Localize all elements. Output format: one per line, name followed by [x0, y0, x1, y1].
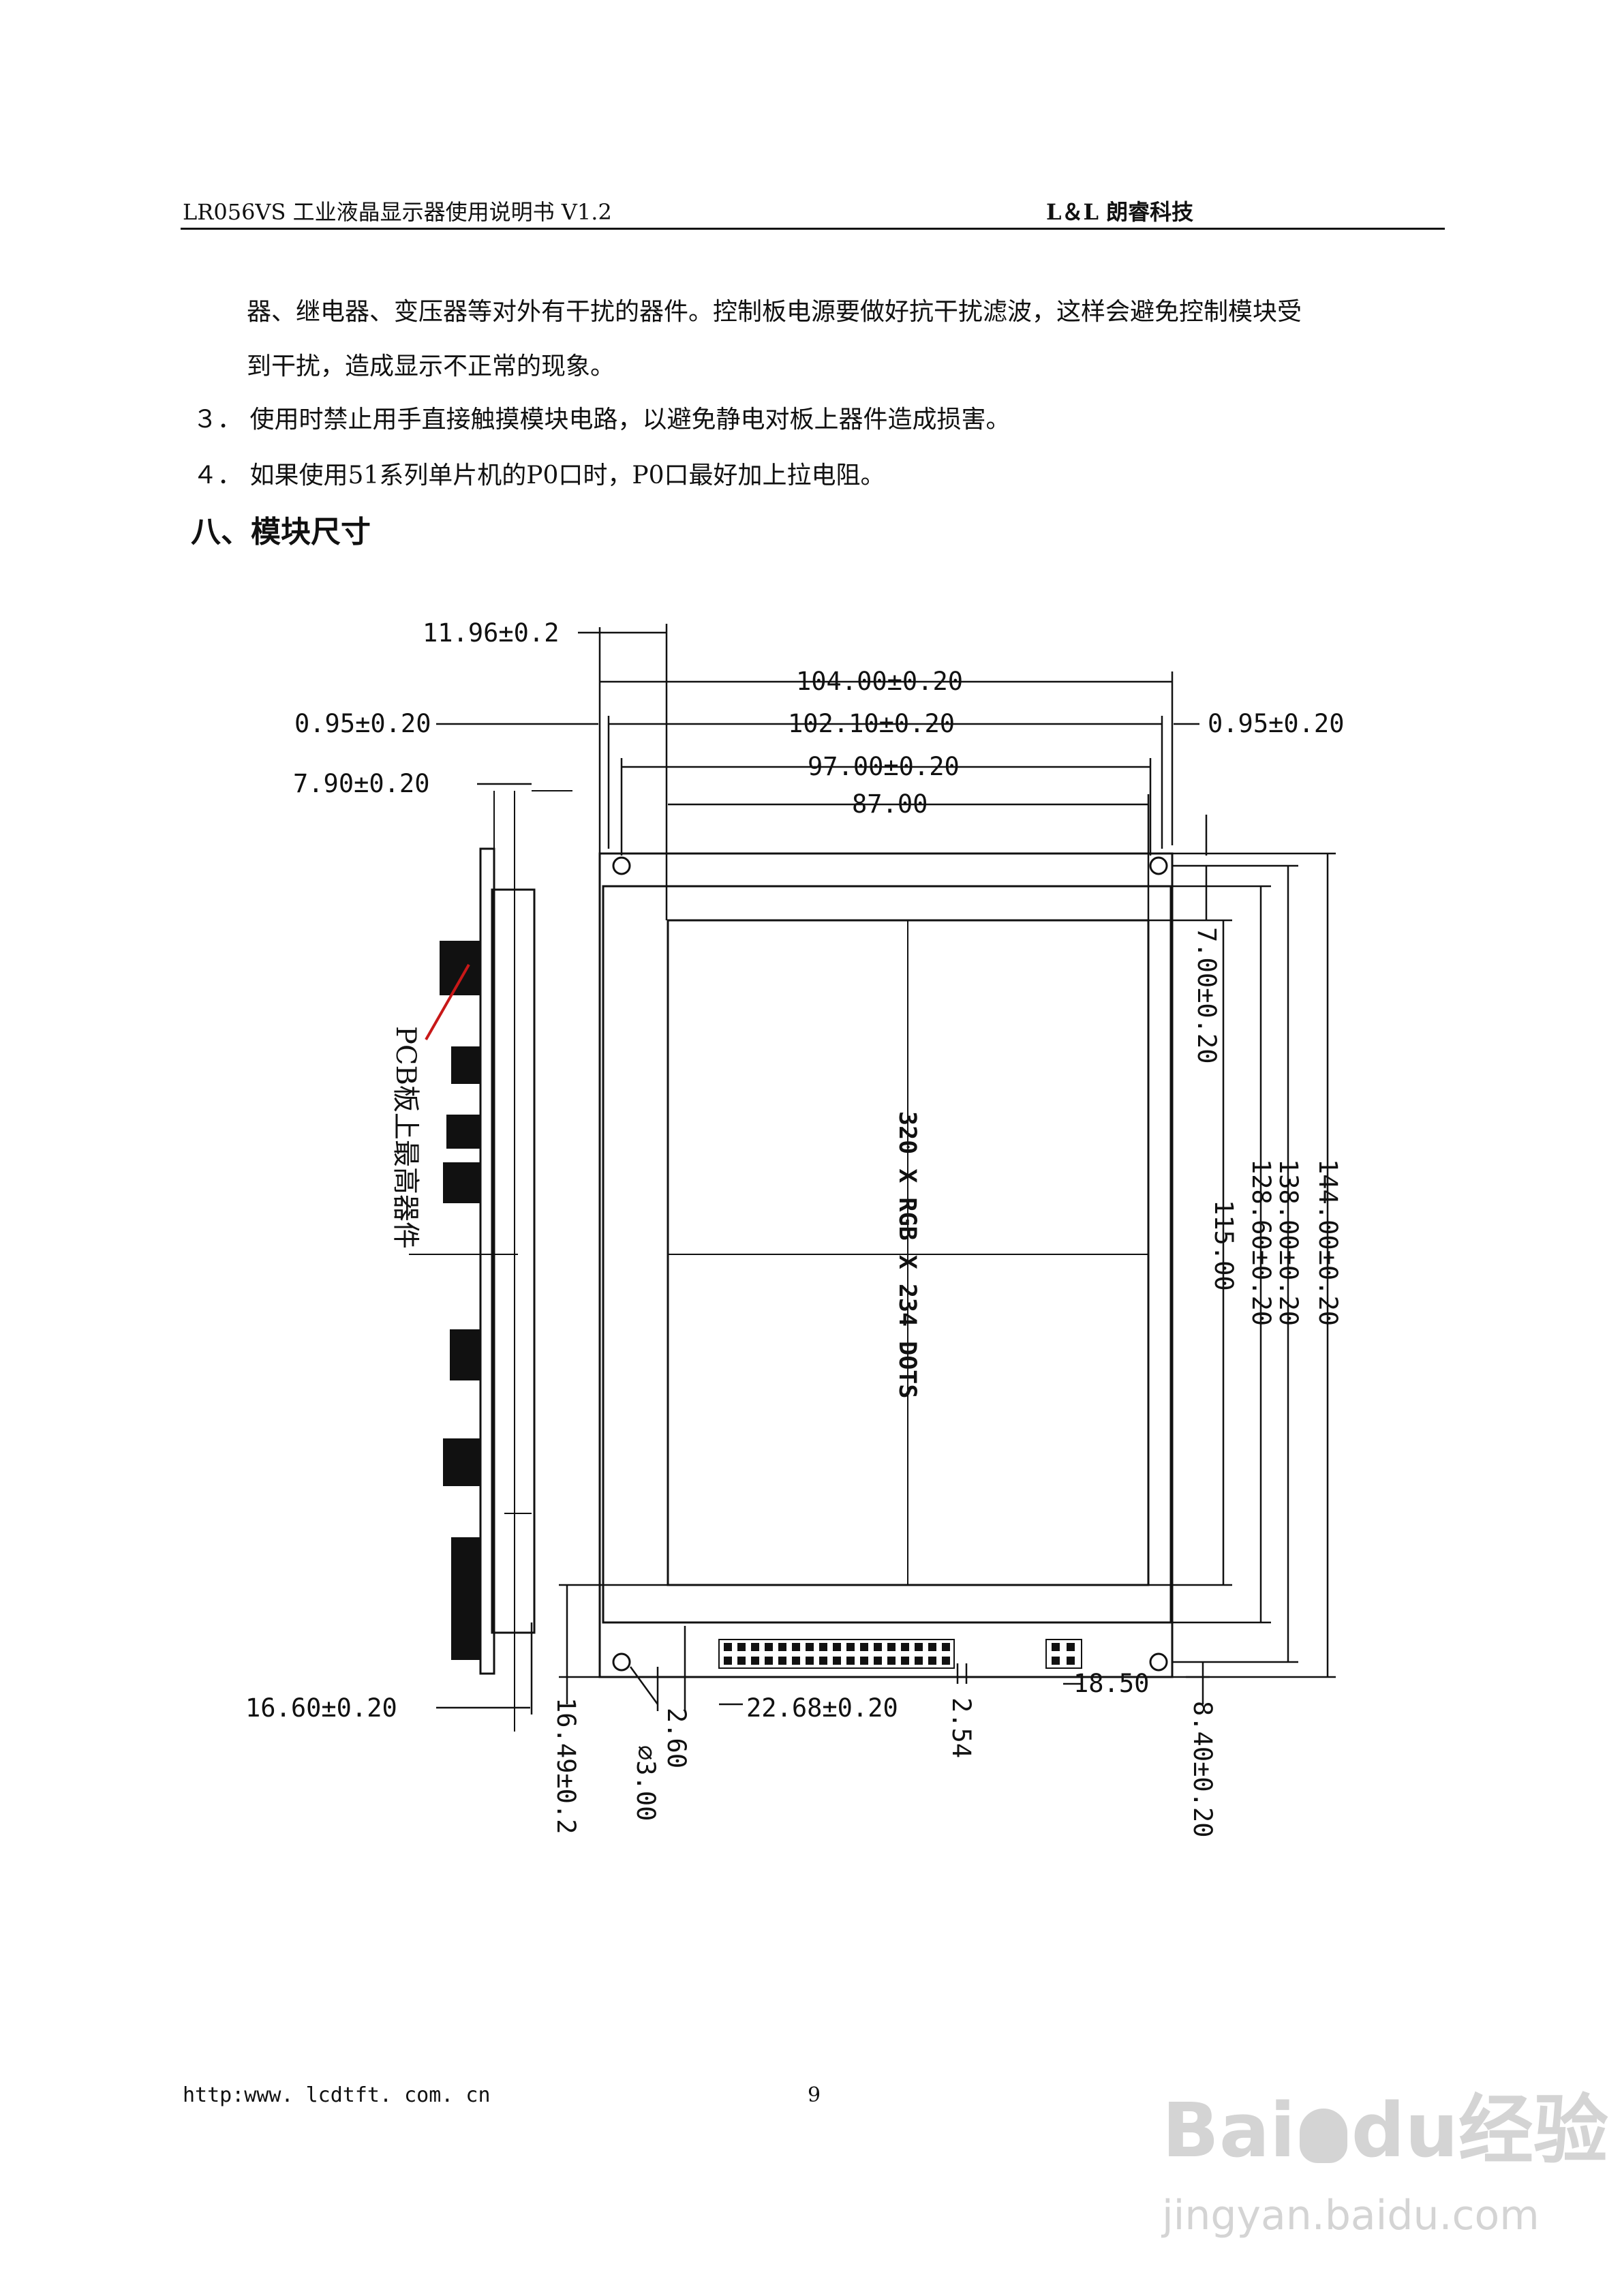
watermark-brand: Bai — [1162, 2087, 1296, 2174]
connector-pins — [724, 1643, 1075, 1665]
section-heading: 八、模块尺寸 — [191, 515, 371, 549]
body-item-3: ３． 使用时禁止用手直接触摸模块电路，以避免静电对板上器件造成损害。 — [193, 406, 1011, 434]
dim-97: 97.00±0.20 — [808, 752, 960, 781]
watermark-url: jingyan.baidu.com — [1162, 2192, 1540, 2239]
mount-hole-bottom-left — [612, 1652, 631, 1672]
small-connector-outline — [1045, 1639, 1082, 1669]
dim-22-68: 22.68±0.20 — [746, 1693, 898, 1723]
dim-2-54: 2.54 — [947, 1697, 976, 1758]
watermark-brand-2: du — [1351, 2087, 1458, 2174]
dim-095-left: 0.95±0.20 — [294, 709, 431, 738]
dim-144: 144.00±0.20 — [1313, 1159, 1343, 1326]
connector-outline — [718, 1639, 955, 1669]
dim-700: 7.00±0.20 — [1192, 927, 1221, 1063]
pcb-leader-line — [425, 964, 470, 1040]
body-line-1: 器、继电器、变压器等对外有干扰的器件。控制板电源要做好抗干扰滤波，这样会避免控制… — [247, 298, 1302, 326]
watermark-jingyan: 经验 — [1458, 2087, 1608, 2174]
module-outline — [598, 852, 1174, 1678]
footer-url: http:www. lcdtft. com. cn — [183, 2083, 491, 2107]
screen-resolution-label: 320 X RGB X 234 DOTS — [893, 1111, 921, 1398]
doc-header-company: L＆L 朗睿科技 — [1046, 199, 1194, 225]
dim-8-40: 8.40±0.20 — [1188, 1701, 1217, 1837]
dim-3-00: ∅3.00 — [631, 1745, 660, 1821]
page-number: 9 — [808, 2083, 821, 2107]
dim-790: 7.90±0.20 — [293, 769, 429, 798]
pcb-label: PCB板上最高器件 — [390, 1026, 421, 1249]
body-line-2: 到干扰，造成显示不正常的现象。 — [247, 352, 615, 380]
dim-18-50: 18.50 — [1073, 1669, 1149, 1698]
dim-87: 87.00 — [852, 789, 928, 819]
dim-104: 104.00±0.20 — [796, 667, 963, 696]
side-view-components — [440, 941, 480, 1660]
mount-hole-top-right — [1149, 856, 1168, 875]
body-item-4: ４． 如果使用51系列单片机的P0口时，P0口最好加上拉电阻。 — [193, 462, 885, 489]
dim-128-60: 128.60±0.20 — [1246, 1159, 1276, 1326]
dimension-lines — [436, 624, 1336, 1715]
dim-102-10: 102.10±0.20 — [788, 709, 955, 738]
dim-095-right: 0.95±0.20 — [1208, 709, 1344, 738]
mount-hole-top-left — [612, 856, 631, 875]
header-rule — [181, 228, 1445, 230]
bezel-outline — [602, 885, 1172, 1624]
dim-115: 115.00 — [1209, 1200, 1238, 1291]
doc-header-title: LR056VS 工业液晶显示器使用说明书 V1.2 — [183, 199, 612, 225]
dim-2-60: 2.60 — [662, 1708, 691, 1768]
dim-11-96: 11.96±0.2 — [423, 618, 559, 648]
dim-16-60: 16.60±0.20 — [245, 1693, 397, 1723]
dim-138: 138.00±0.20 — [1274, 1159, 1303, 1326]
mount-hole-bottom-right — [1149, 1652, 1168, 1672]
dim-16-49: 16.49±0.2 — [551, 1697, 581, 1834]
watermark-paw-icon — [1299, 2108, 1347, 2163]
